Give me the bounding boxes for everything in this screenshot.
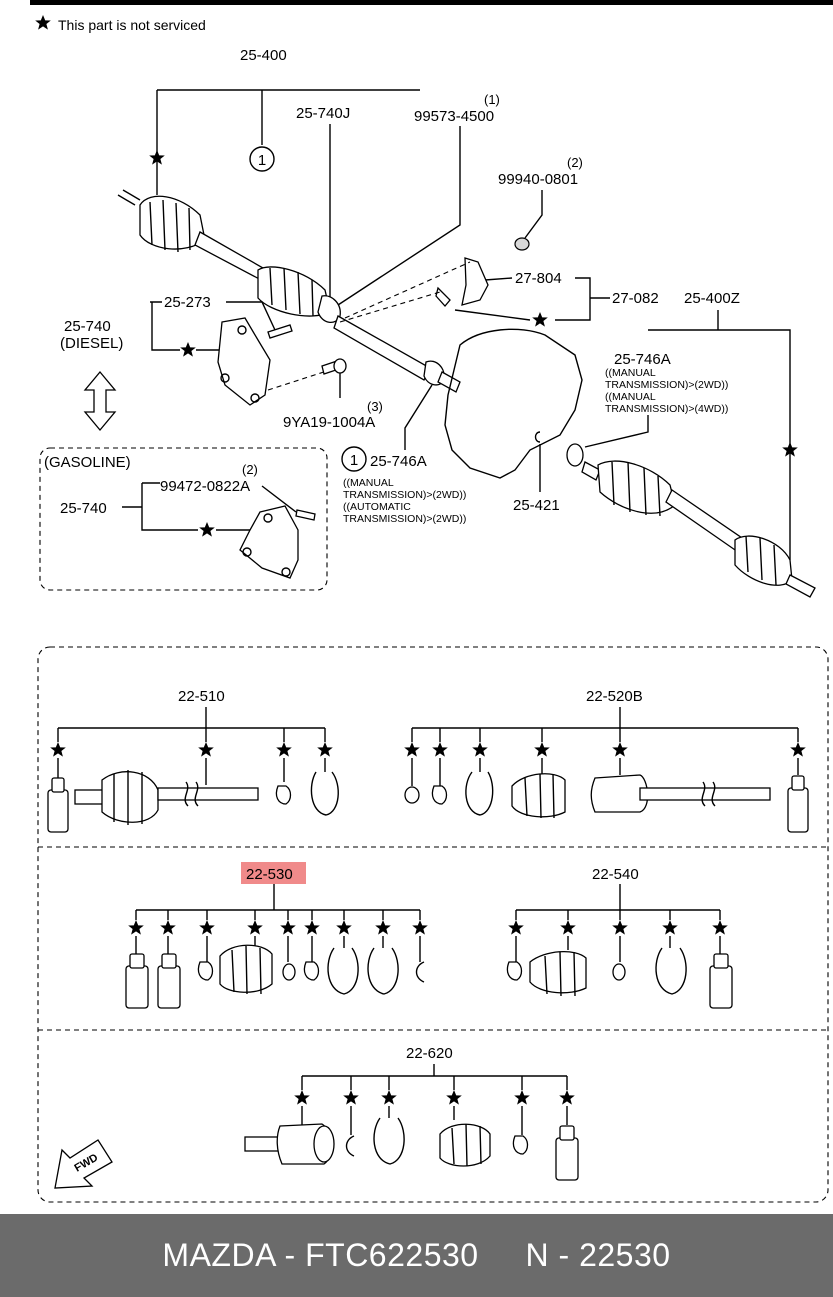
label-25-400Z: 25-400Z [684, 290, 740, 307]
kit-22-540: 22-540 [506, 866, 733, 1009]
kits-box [37, 646, 829, 1203]
label-25-740-diesel: 25-740 [64, 318, 111, 335]
qty-9YA19: (3) [367, 399, 383, 414]
note-right-1b: TRANSMISSION)>(2WD)) [605, 379, 728, 391]
gasoline-box [39, 447, 328, 591]
star-icon [612, 920, 628, 935]
kit-label: 22-520B [586, 688, 643, 705]
star-icon [612, 742, 628, 757]
star-icon [412, 920, 428, 935]
label-99940-0801: 99940-0801 [498, 171, 578, 188]
star-icon [304, 920, 320, 935]
star-icon [280, 920, 296, 935]
star-icon [662, 920, 678, 935]
kit-label: 22-620 [406, 1045, 453, 1062]
star-icon [446, 1090, 462, 1105]
star-icon [343, 1090, 359, 1105]
qty-99472: (2) [242, 462, 258, 477]
kit-label: 22-530 [246, 866, 293, 883]
label-diesel: (DIESEL) [60, 335, 123, 352]
note-right-1a: ((MANUAL [605, 367, 656, 379]
label-9YA19-1004A: 9YA19-1004A [283, 414, 375, 431]
label-25-273: 25-273 [164, 294, 211, 311]
circle-number: 1 [350, 452, 358, 469]
star-icon [532, 312, 548, 327]
star-icon [50, 742, 66, 757]
star-icon [160, 920, 176, 935]
note-left-1a: ((MANUAL [343, 477, 394, 489]
star-icon [514, 1090, 530, 1105]
star-icon [404, 742, 420, 757]
star-icon [375, 920, 391, 935]
star-icon [559, 1090, 575, 1105]
star-icon [336, 920, 352, 935]
kit-22-520B: 22-520B [404, 688, 809, 833]
star-icon [508, 920, 524, 935]
star-icon [199, 522, 215, 537]
kit-label: 22-540 [592, 866, 639, 883]
label-25-746A-right: 25-746A [614, 351, 671, 368]
star-icon [198, 742, 214, 757]
star-icon [432, 742, 448, 757]
star-icon [247, 920, 263, 935]
parts-diagram: This part is not serviced 25-400 1 25-74… [30, 0, 833, 1203]
note-right-2a: ((MANUAL [605, 391, 656, 403]
star-icon [534, 742, 550, 757]
note-right-2b: TRANSMISSION)>(4WD)) [605, 403, 728, 415]
label-25-421: 25-421 [513, 497, 560, 514]
footer-ref-code: N - 22530 [525, 1237, 671, 1273]
qty-99573: (1) [484, 92, 500, 107]
star-icon [180, 342, 196, 357]
footer-part-code: MAZDA - FTC622530 [162, 1237, 479, 1273]
note-left-1b: TRANSMISSION)>(2WD)) [343, 489, 466, 501]
circle-number: 1 [258, 152, 266, 169]
label-27-082: 27-082 [612, 290, 659, 307]
upper-assembly: 25-400 1 25-740J (1) 99573-4500 (2) 9994… [39, 47, 816, 598]
kit-22-530: 22-530 [125, 862, 428, 1009]
label-99472-0822A: 99472-0822A [160, 478, 250, 495]
star-icon [560, 920, 576, 935]
note-left-2a: ((AUTOMATIC [343, 501, 411, 513]
label-27-804: 27-804 [515, 270, 562, 287]
star-icon [317, 742, 333, 757]
footer-gap [479, 1237, 526, 1274]
top-border [30, 0, 833, 5]
kit-label: 22-510 [178, 688, 225, 705]
star-icon [712, 920, 728, 935]
star-icon [294, 1090, 310, 1105]
note-left-2b: TRANSMISSION)>(2WD)) [343, 513, 466, 525]
label-99573-4500: 99573-4500 [414, 108, 494, 125]
label-25-740-gasoline: 25-740 [60, 500, 107, 517]
fwd-arrow: FWD [54, 1139, 113, 1189]
footer-bar: MAZDA - FTC622530 N - 22530 [0, 1214, 833, 1297]
kit-22-620: 22-620 [244, 1045, 579, 1181]
label-25-400: 25-400 [240, 47, 287, 64]
label-25-740J: 25-740J [296, 105, 350, 122]
star-icon [790, 742, 806, 757]
star-icon [381, 1090, 397, 1105]
star-icon [35, 15, 51, 30]
star-icon [199, 920, 215, 935]
highlight-box [241, 862, 306, 884]
star-icon [472, 742, 488, 757]
star-icon [276, 742, 292, 757]
legend-text: This part is not serviced [58, 17, 206, 33]
label-25-746A: 25-746A [370, 453, 427, 470]
star-icon [128, 920, 144, 935]
qty-99940: (2) [567, 155, 583, 170]
label-gasoline: (GASOLINE) [44, 454, 131, 471]
kit-22-510: 22-510 [47, 688, 339, 833]
